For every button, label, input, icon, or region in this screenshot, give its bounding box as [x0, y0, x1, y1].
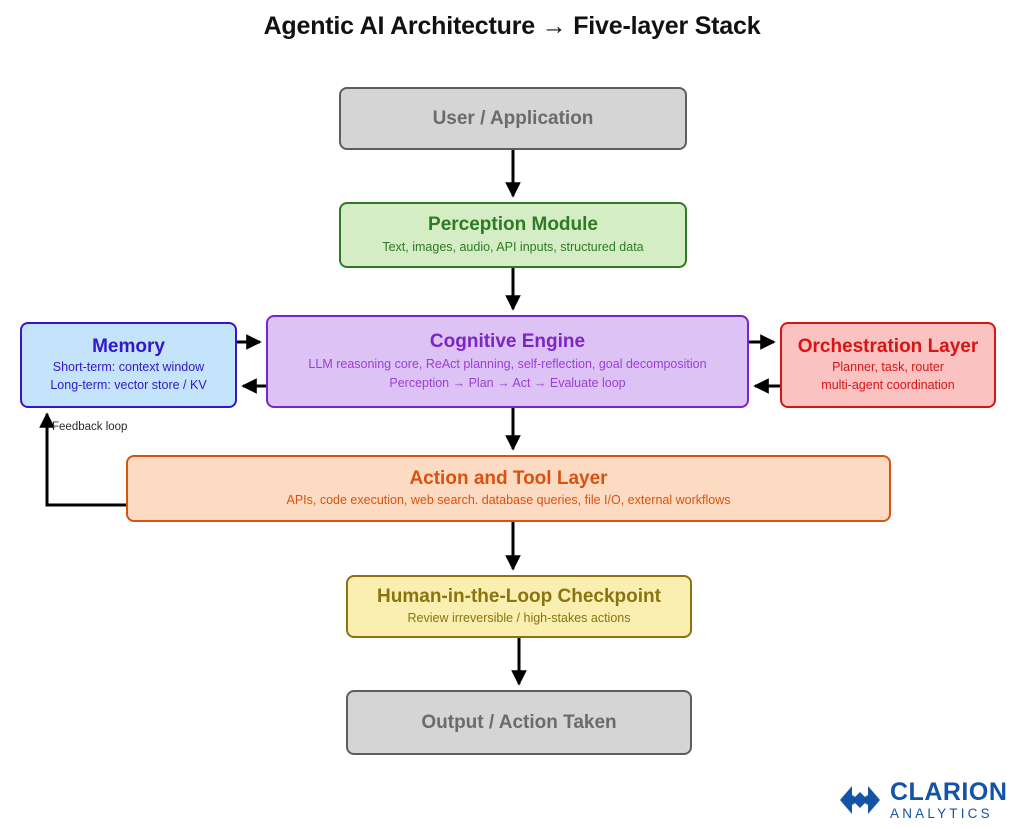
node-user-application-title: User / Application [432, 107, 594, 129]
node-human-in-the-loop-checkpoint-title: Human-in-the-Loop Checkpoint [377, 585, 661, 607]
node-cognitive-engine[interactable]: Cognitive Engine LLM reasoning core, ReA… [266, 315, 749, 408]
node-perception-module-title: Perception Module [428, 214, 598, 236]
edge-label-feedback-loop: Feedback loop [52, 421, 128, 433]
node-action-and-tool-layer-title: Action and Tool Layer [409, 467, 608, 489]
node-user-application[interactable]: User / Application [339, 87, 687, 150]
node-output-action-taken[interactable]: Output / Action Taken [346, 690, 692, 755]
node-human-in-the-loop-checkpoint-subtitle: Review irreversible / high-stakes action… [407, 611, 631, 626]
node-human-in-the-loop-checkpoint[interactable]: Human-in-the-Loop Checkpoint Review irre… [346, 575, 692, 638]
node-perception-module[interactable]: Perception Module Text, images, audio, A… [339, 202, 687, 268]
diamond-chevron-icon [840, 786, 880, 814]
logo-wordmark: CLARION [890, 777, 1008, 806]
node-orchestration-layer-title: Orchestration Layer [797, 336, 979, 358]
node-cognitive-engine-title: Cognitive Engine [429, 330, 586, 352]
node-orchestration-layer-line2: multi-agent coordination [821, 377, 955, 392]
node-memory-line2: Long-term: vector store / KV [50, 377, 207, 392]
node-orchestration-layer[interactable]: Orchestration Layer Planner, task, route… [780, 322, 996, 408]
node-perception-module-subtitle: Text, images, audio, API inputs, structu… [382, 239, 644, 254]
node-memory-title: Memory [92, 336, 165, 358]
node-memory-line1: Short-term: context window [52, 360, 205, 375]
node-action-and-tool-layer-subtitle: APIs, code execution, web search. databa… [286, 493, 731, 508]
page-title: Agentic AI Architecture → Five-layer Sta… [263, 12, 761, 40]
node-memory[interactable]: Memory Short-term: context window Long-t… [20, 322, 237, 408]
logo-tagline: ANALYTICS [890, 805, 993, 821]
clarion-analytics-logo: CLARION ANALYTICS [838, 778, 1014, 822]
node-action-and-tool-layer[interactable]: Action and Tool Layer APIs, code executi… [126, 455, 891, 522]
node-orchestration-layer-line1: Planner, task, router [832, 360, 944, 375]
node-cognitive-engine-line2: Perception → Plan → Act → Evaluate loop [389, 376, 626, 391]
node-output-action-taken-title: Output / Action Taken [421, 711, 617, 733]
node-cognitive-engine-line1: LLM reasoning core, ReAct planning, self… [308, 356, 707, 371]
